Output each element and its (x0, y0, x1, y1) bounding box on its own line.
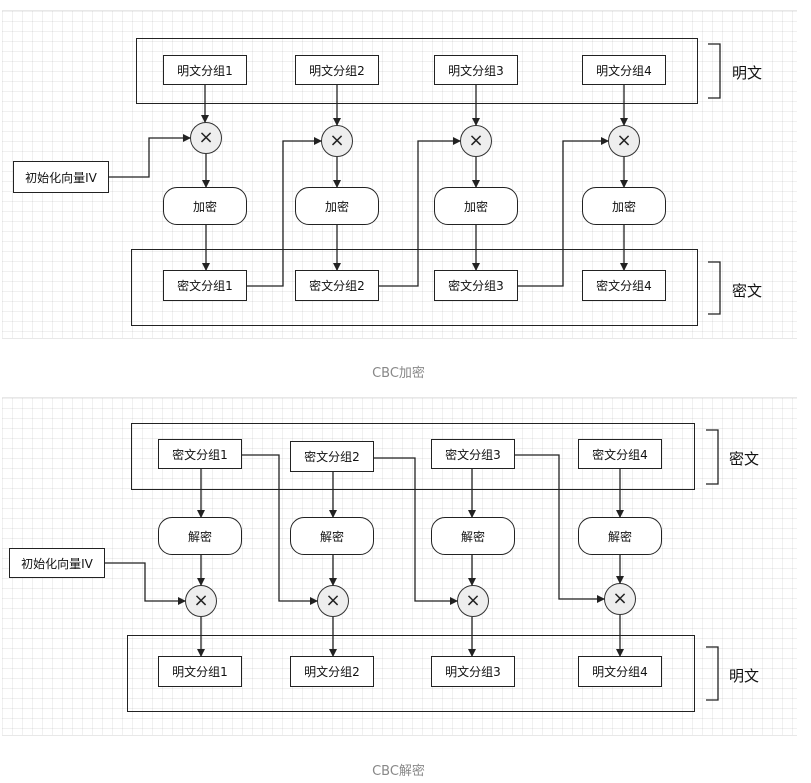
plaintext-group-bracket (708, 43, 721, 99)
ciphertext-block-3: 密文分组3 (434, 270, 518, 301)
ciphertext-block-1: 密文分组1 (158, 439, 242, 469)
iv-box: 初始化向量IV (13, 161, 109, 193)
ciphertext-block-2: 密文分组2 (295, 270, 379, 301)
ciphertext-group-label: 密文 (729, 450, 760, 468)
plaintext-group-bracket (706, 646, 719, 701)
encrypt-operation-1: 加密 (163, 187, 247, 225)
arrow (518, 137, 609, 287)
xor-operator-icon: × (604, 583, 636, 615)
xor-operator-icon: × (185, 585, 217, 617)
ciphertext-group-frame (131, 423, 695, 490)
plaintext-block-4: 明文分组4 (578, 656, 662, 687)
plaintext-block-2: 明文分组2 (295, 55, 379, 85)
ciphertext-group-frame (131, 249, 698, 326)
plaintext-block-3: 明文分组3 (431, 656, 515, 687)
ciphertext-block-4: 密文分组4 (578, 439, 662, 469)
ciphertext-block-2: 密文分组2 (290, 441, 374, 472)
decryption-caption: CBC解密 (372, 764, 425, 779)
arrow (242, 454, 318, 605)
ciphertext-group-bracket (706, 429, 719, 485)
encryption-caption: CBC加密 (372, 366, 425, 381)
plaintext-group-frame (127, 635, 695, 712)
arrow (247, 137, 322, 287)
encrypt-operation-4: 加密 (582, 187, 666, 225)
arrow (374, 457, 458, 605)
plaintext-block-3: 明文分组3 (434, 55, 518, 85)
plaintext-group-label: 明文 (729, 667, 760, 685)
arrow (515, 454, 605, 603)
ciphertext-block-3: 密文分组3 (431, 439, 515, 469)
plaintext-group-label: 明文 (732, 64, 763, 82)
plaintext-block-2: 明文分组2 (290, 656, 374, 687)
arrow (105, 562, 186, 605)
decryption-diagram-canvas (2, 397, 797, 736)
plaintext-block-1: 明文分组1 (158, 656, 242, 687)
plaintext-block-1: 明文分组1 (163, 55, 247, 85)
decrypt-operation-2: 解密 (290, 517, 374, 555)
plaintext-block-4: 明文分组4 (582, 55, 666, 85)
iv-box: 初始化向量IV (9, 548, 105, 578)
plaintext-group-frame (136, 38, 698, 104)
xor-operator-icon: × (321, 125, 353, 157)
arrow (109, 134, 191, 178)
xor-operator-icon: × (608, 125, 640, 157)
encrypt-operation-3: 加密 (434, 187, 518, 225)
arrow (379, 137, 461, 287)
decrypt-operation-3: 解密 (431, 517, 515, 555)
ciphertext-group-bracket (708, 261, 721, 315)
ciphertext-group-label: 密文 (732, 282, 763, 300)
